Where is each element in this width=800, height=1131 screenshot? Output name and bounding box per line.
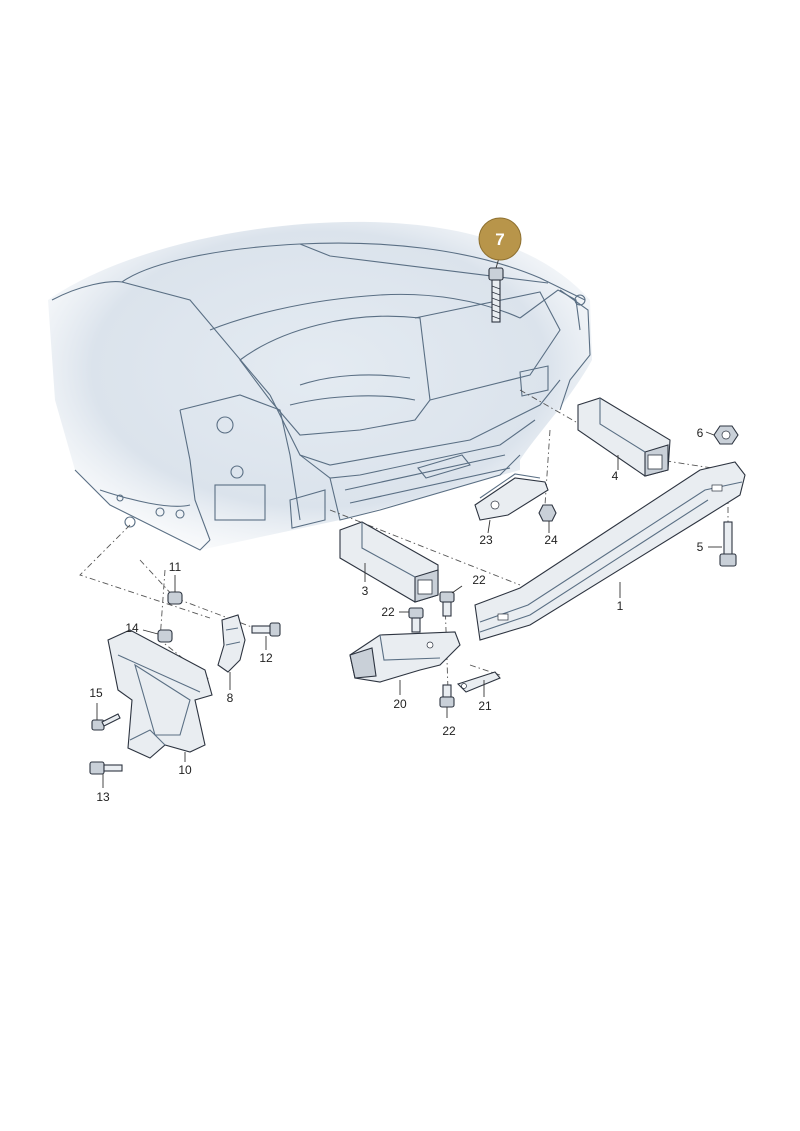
callout-10[interactable]: 10 — [178, 763, 192, 777]
bracket-part-8 — [217, 614, 246, 690]
callout-15[interactable]: 15 — [89, 686, 103, 700]
screw-part-12 — [251, 622, 281, 650]
callout-7-label: 7 — [495, 230, 504, 249]
nut-part-6 — [705, 425, 739, 445]
callout-22a[interactable]: 22 — [472, 573, 486, 587]
screw-part-22-top — [439, 585, 463, 617]
screw-part-15 — [91, 703, 121, 731]
bracket-part-20 — [349, 631, 461, 695]
nut-part-11 — [167, 575, 183, 605]
callout-24[interactable]: 24 — [544, 533, 558, 547]
bracket-part-21 — [456, 671, 501, 697]
bracket-part-23 — [474, 473, 549, 534]
callout-11[interactable]: 11 — [169, 560, 182, 574]
screw-part-13 — [89, 761, 123, 788]
callout-12[interactable]: 12 — [259, 651, 273, 665]
bolt-part-7 — [488, 257, 504, 323]
callout-20[interactable]: 20 — [393, 697, 407, 711]
bracket-part-10 — [107, 629, 213, 762]
callout-23[interactable]: 23 — [479, 533, 493, 547]
callout-13[interactable]: 13 — [96, 790, 110, 804]
crash-box-part-3 — [339, 521, 439, 603]
car-rear-body — [48, 221, 592, 551]
callout-4[interactable]: 4 — [612, 469, 619, 483]
callout-1[interactable]: 1 — [617, 599, 624, 613]
callout-labels: 1 3 4 5 6 8 10 11 12 13 14 15 20 21 22 2… — [89, 426, 703, 804]
screw-part-22-mid — [399, 607, 424, 633]
nut-part-24 — [538, 504, 557, 533]
highlighted-callout-7[interactable]: 7 — [478, 217, 522, 261]
callout-8[interactable]: 8 — [227, 691, 234, 705]
callout-21[interactable]: 21 — [478, 699, 492, 713]
crash-box-part-4 — [577, 397, 671, 477]
callout-22b[interactable]: 22 — [381, 605, 395, 619]
callout-5[interactable]: 5 — [697, 540, 704, 554]
bumper-beam-part-1 — [474, 461, 746, 641]
screw-part-22-bottom — [439, 684, 455, 718]
callout-6[interactable]: 6 — [697, 426, 704, 440]
callout-22c[interactable]: 22 — [442, 724, 456, 738]
callout-3[interactable]: 3 — [362, 584, 369, 598]
callout-14[interactable]: 14 — [125, 621, 139, 635]
bolt-part-5 — [708, 521, 737, 567]
nut-part-14 — [142, 629, 173, 643]
